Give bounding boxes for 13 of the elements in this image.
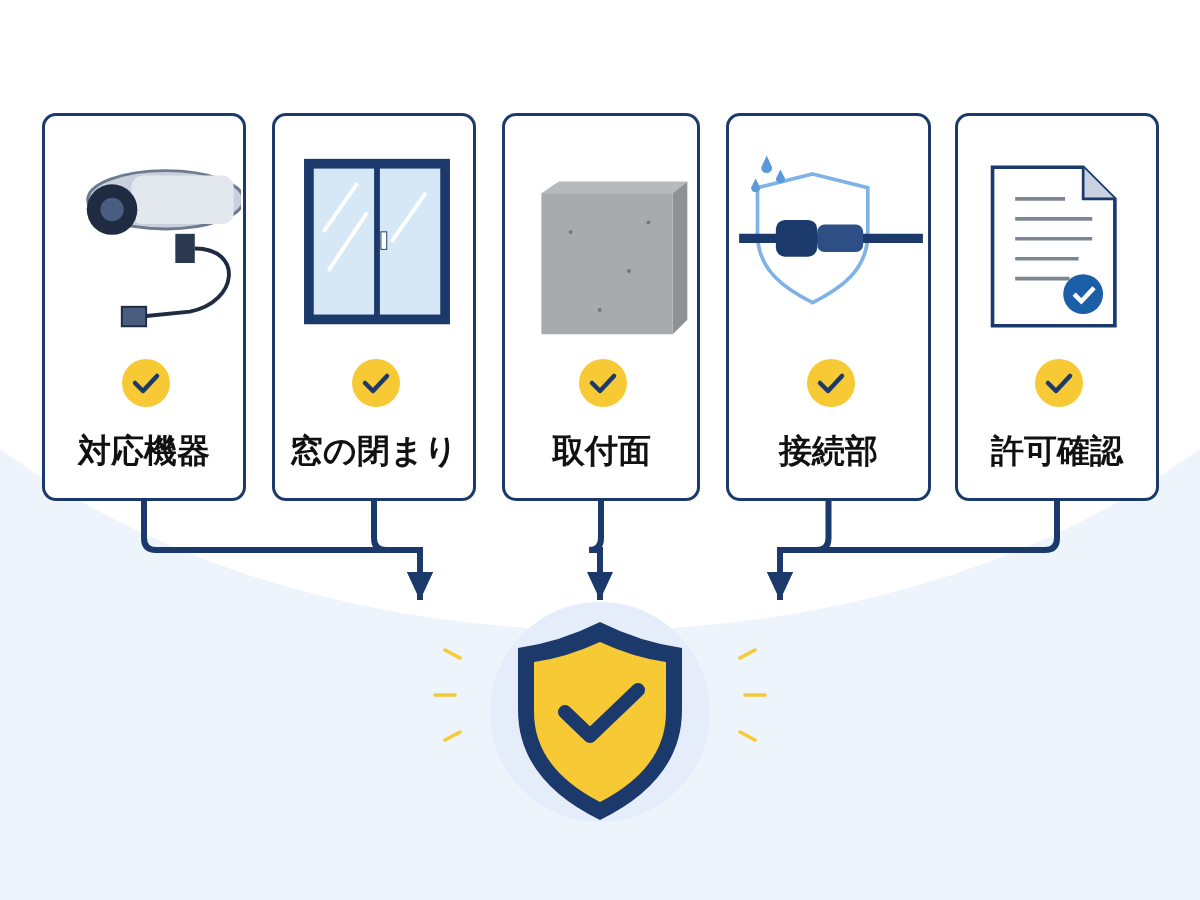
arrow: [371, 501, 433, 600]
item-label: 取付面: [550, 430, 652, 472]
item-label: 許可確認: [990, 430, 1125, 472]
item-card: [955, 113, 1159, 501]
arrow: [586, 501, 613, 600]
item-label: 窓の閉まり: [289, 430, 459, 472]
arrow: [767, 501, 1060, 600]
item-label: 対応機器: [76, 430, 211, 472]
item-label: 接続部: [777, 430, 879, 472]
item-card: [502, 113, 700, 501]
item-card: [726, 113, 931, 501]
item-card: [272, 113, 476, 501]
item-card: [42, 113, 246, 501]
